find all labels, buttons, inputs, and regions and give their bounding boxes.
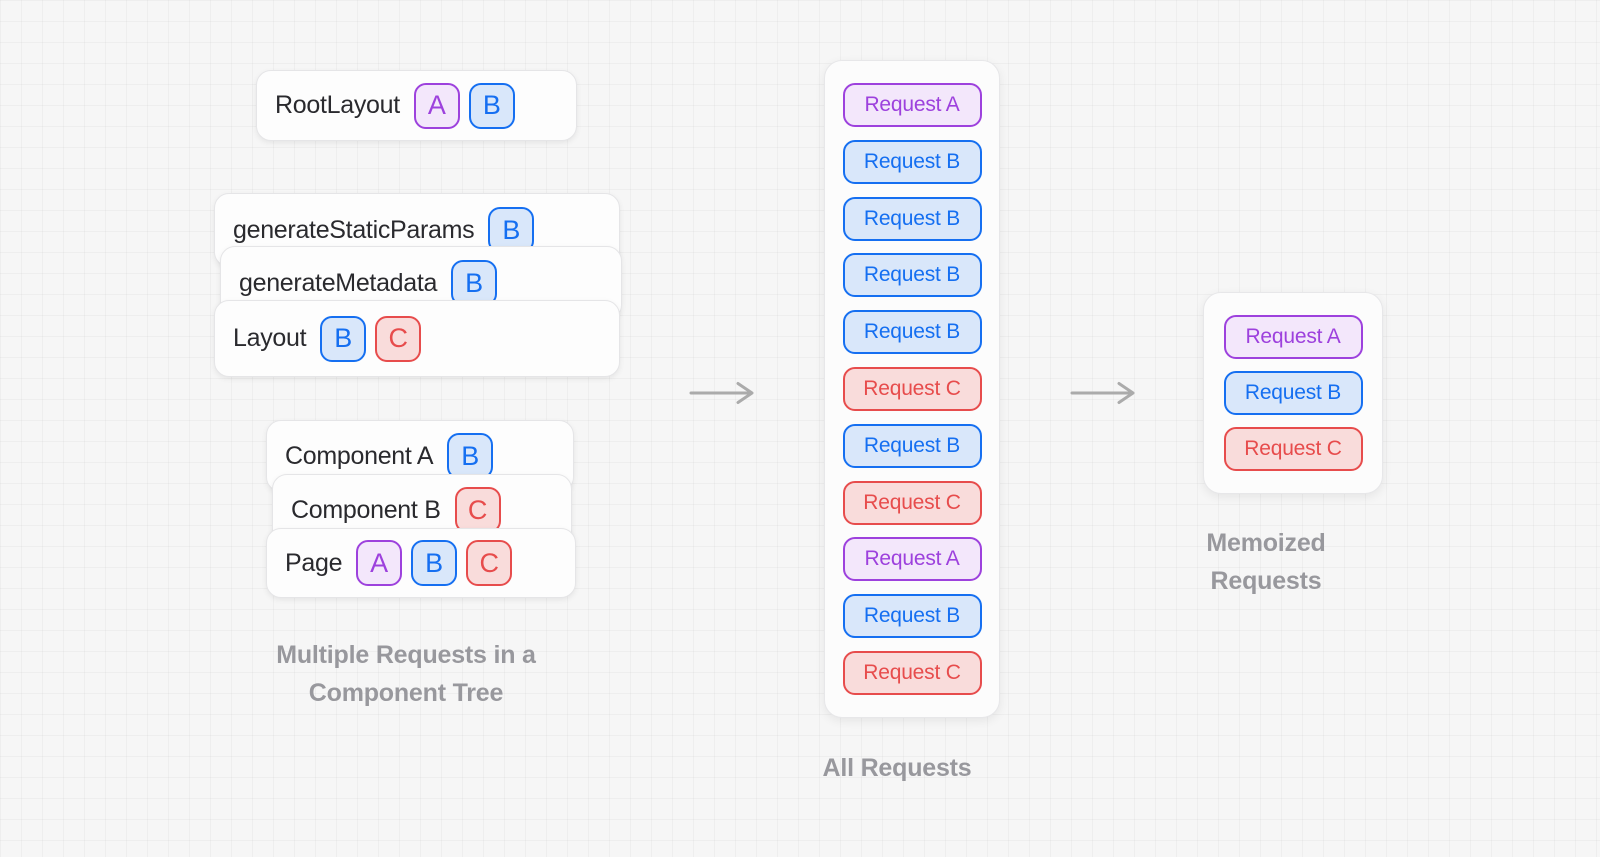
all-requests-caption: All Requests (822, 754, 972, 782)
request-pill-b: Request B (842, 594, 982, 639)
request-pill-c: Request C (842, 366, 982, 411)
request-badge-c: C (466, 540, 513, 586)
request-badge-c: C (375, 315, 422, 362)
request-badge-b: B (468, 82, 515, 129)
rootlayout-label: RootLayout (275, 91, 400, 119)
memoized-requests-caption: Memoized Requests (1166, 524, 1366, 600)
component-b-label: Component B (291, 495, 441, 524)
layout-label: Layout (233, 324, 307, 352)
request-badge-b: B (411, 540, 458, 586)
memoized-requests-panel: Request A Request B Request C (1203, 292, 1383, 494)
request-badge-a: A (413, 82, 460, 129)
component-a-badges: B (447, 433, 494, 479)
all-requests-panel: Request A Request B Request B Request B Requ… (824, 60, 1000, 718)
request-pill-c: Request C (1223, 427, 1363, 471)
request-pill-a: Request A (842, 83, 982, 127)
request-badge-b: B (320, 315, 367, 362)
component-tree-caption-line2: Component Tree (308, 679, 504, 707)
arrow-right-icon (1070, 382, 1135, 404)
component-tree-caption: Multiple Requests in a Component Tree (206, 636, 606, 712)
request-pill-b: Request B (842, 196, 982, 241)
generate-metadata-label: generateMetadata (239, 268, 438, 297)
arrow-right-icon (689, 382, 754, 404)
request-badge-b: B (447, 433, 494, 479)
memoized-caption-line2: Requests (1210, 567, 1322, 595)
component-b-badges: C (454, 487, 501, 533)
request-pill-a: Request A (842, 537, 982, 582)
request-badge-c: C (454, 487, 501, 533)
request-pill-b: Request B (842, 253, 982, 298)
request-pill-c: Request C (842, 480, 982, 525)
generate-static-params-label: generateStaticParams (233, 215, 475, 244)
component-a-label: Component A (285, 441, 434, 470)
request-badge-a: A (356, 540, 403, 586)
memoized-caption-line1: Memoized (1206, 529, 1326, 557)
request-pill-b: Request B (842, 139, 982, 184)
request-pill-a: Request A (1223, 315, 1363, 359)
request-pill-b: Request B (842, 310, 982, 355)
request-pill-c: Request C (842, 650, 982, 695)
request-pill-b: Request B (842, 423, 982, 468)
component-tree-caption-line1: Multiple Requests in a (276, 641, 536, 669)
request-pill-b: Request B (1223, 371, 1363, 415)
page-label: Page (285, 548, 343, 577)
